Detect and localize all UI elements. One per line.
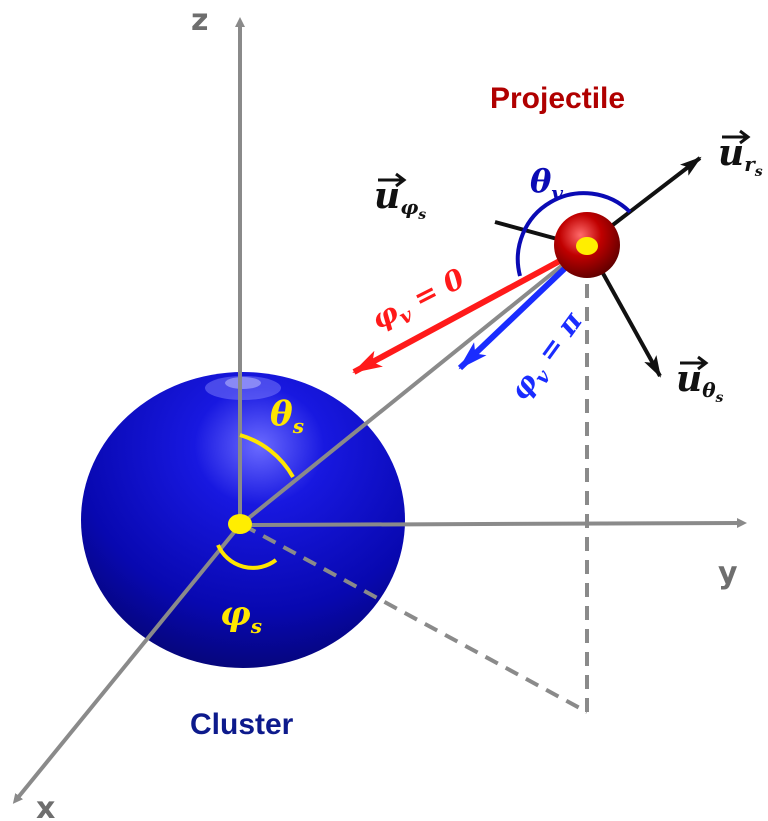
phi-v-zero-arrow <box>352 247 582 375</box>
theta-s-label: θs <box>270 394 304 438</box>
angle-arcs <box>216 433 295 570</box>
projectile-dot <box>576 237 598 255</box>
u-phi-label: uφs <box>374 172 426 223</box>
x-axis <box>12 523 242 804</box>
axis-label-z: z <box>191 3 208 38</box>
origin-dot <box>228 514 252 534</box>
axes <box>12 17 747 804</box>
phi-s-arc <box>216 544 278 570</box>
u-theta-label: uθs <box>676 355 724 406</box>
axis-label-x: x <box>36 791 55 821</box>
theta-s-arc <box>239 433 295 478</box>
phi-s-label: φs <box>220 594 262 638</box>
svg-text:urs: urs <box>718 132 763 180</box>
theta-v-label: θv <box>530 162 563 205</box>
projectile-label: Projectile <box>490 82 625 115</box>
phi-v-pi-label: φv = π <box>503 305 593 409</box>
axis-label-y: y <box>718 556 738 591</box>
y-axis <box>239 518 747 529</box>
cluster-label: Cluster <box>190 708 294 741</box>
phi-v-zero-label: φv = 0 <box>366 261 472 340</box>
svg-text:uθs: uθs <box>676 358 724 406</box>
projectile-sphere <box>554 212 620 278</box>
phi-v-pi-arrow <box>457 249 585 371</box>
u-r-label: urs <box>718 129 763 180</box>
radius-line <box>238 245 587 527</box>
svg-text:uφs: uφs <box>374 175 426 223</box>
theta-v-arc <box>515 191 632 277</box>
projection-lines <box>242 250 589 714</box>
